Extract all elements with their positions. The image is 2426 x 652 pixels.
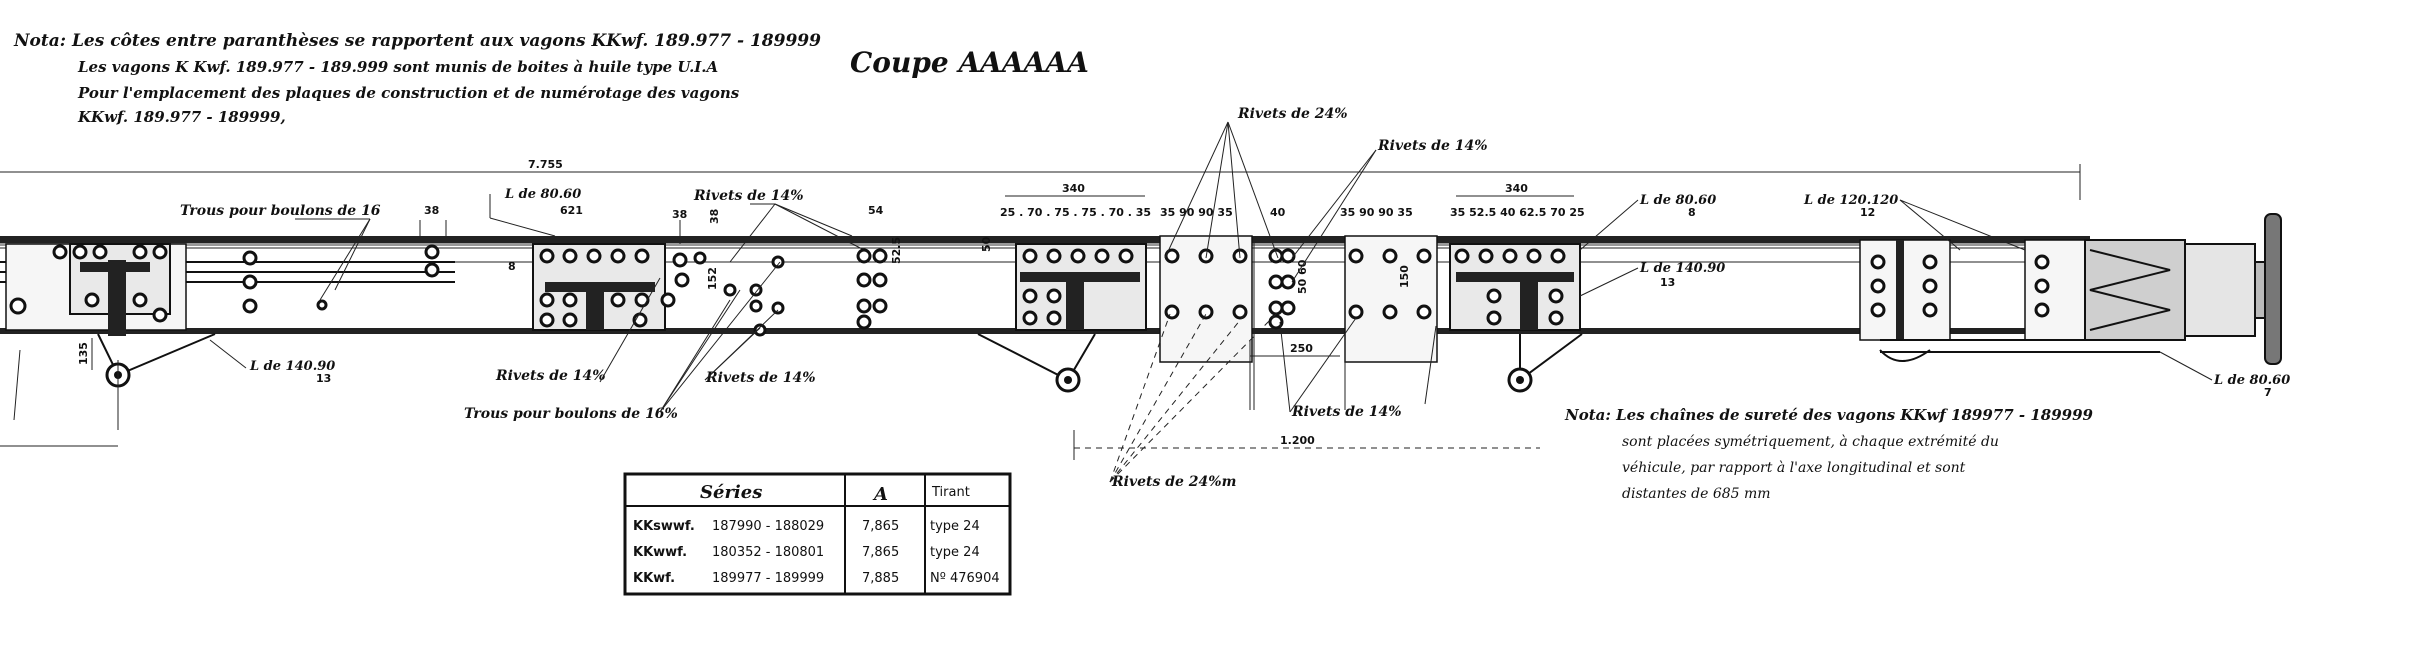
cross-member-4 <box>1449 243 1583 393</box>
angle-5-label: L de 120.120 <box>1803 193 1898 208</box>
dim-row-c: 35 90 90 35 <box>1340 206 1413 219</box>
table-cell-serie: KKwwf. <box>633 545 687 560</box>
left-end-section: 135 <box>0 243 440 447</box>
angle-callout-1: L de 80.60 621 <box>489 187 583 237</box>
table-header-a: A <box>872 484 888 505</box>
gusset-plates-center: 50 60 150 250 <box>1159 235 1438 410</box>
bottom-right-note: Nota: Les chaînes de sureté des vagons K… <box>1564 406 2094 502</box>
dim-row-b: 35 90 90 35 <box>1160 206 1233 219</box>
center-dimensions: 340 25 . 70 . 75 . 75 . 70 . 35 35 90 90… <box>980 182 1585 252</box>
note-line-2: Les vagons K Kwf. 189.977 - 189.999 sont… <box>77 58 718 76</box>
dim-50: 50 <box>980 236 993 252</box>
note-br-line-1: Nota: Les chaînes de sureté des vagons K… <box>1564 406 2094 424</box>
table-cell-serie: KKwf. <box>633 571 675 586</box>
table-header-series: Séries <box>700 482 762 503</box>
note-line-3: Pour l'emplacement des plaques de constr… <box>77 84 740 102</box>
angle-6-label: L de 80.60 <box>2213 373 2290 388</box>
svg-text:38: 38 <box>672 208 687 221</box>
svg-text:150: 150 <box>1398 265 1411 288</box>
table-row: KKswwf. 187990 - 188029 7,865 type 24 <box>633 519 980 534</box>
drawing-title: Coupe AAAAAA <box>850 46 1089 79</box>
rivets-24-callout-bottom: 1.200 Rivets de 24%m Rivets de 14% <box>1073 309 1540 490</box>
detail-holes-1: 38 152 38 <box>660 208 785 337</box>
table-cell-a: 7,885 <box>862 571 899 586</box>
rivets-24-label-bottom: Rivets de 24%m <box>1111 474 1236 490</box>
svg-text:38: 38 <box>708 209 721 224</box>
label-trous-boulons-16: Trous pour boulons de 16 <box>180 203 381 219</box>
angle-callout-3: L de 80.60 8 L de 140.90 13 <box>1579 193 1725 297</box>
rivets-14-label-b: Rivets de 14% <box>495 368 606 384</box>
angle-callout-2: L de 140.90 13 <box>209 339 335 385</box>
angle-6-sub: 7 <box>2264 386 2272 399</box>
angle-3-label: L de 80.60 <box>1639 193 1716 208</box>
rivets-14-label-top: Rivets de 14% <box>693 188 804 204</box>
table-cell-tirant: type 24 <box>930 519 980 534</box>
bottom-left-callouts: Rivets de 14% Rivets de 14% Trous pour b… <box>464 261 816 422</box>
cross-member-3 <box>977 243 1147 393</box>
angle-2-sub: 13 <box>316 372 331 385</box>
table-cell-tirant: type 24 <box>930 545 980 560</box>
dim-7755: 7.755 <box>528 158 563 171</box>
angle-4-label: L de 140.90 <box>1639 261 1725 276</box>
series-table: Séries A Tirant KKswwf. 187990 - 188029 … <box>623 472 1012 596</box>
svg-text:50 60: 50 60 <box>1296 259 1309 294</box>
cross-member-2: 54 52.5 <box>856 204 903 330</box>
note-br-line-4: distantes de 685 mm <box>1622 486 1771 502</box>
dim-135: 135 <box>77 342 90 365</box>
dim-340-b: 340 <box>1505 182 1528 195</box>
dim-40: 40 <box>1270 206 1286 219</box>
label-trous-boulons: Trous pour boulons de 16 <box>180 203 381 311</box>
top-dimension-line: 7.755 <box>0 158 2081 200</box>
dim-1200: 1.200 <box>1280 434 1315 447</box>
dim-152: 152 <box>706 267 719 290</box>
note-br-line-3: véhicule, par rapport à l'axe longitudin… <box>1622 460 1966 476</box>
table-row: KKwf. 189977 - 189999 7,885 Nº 476904 <box>633 571 1000 586</box>
dim-row-a: 25 . 70 . 75 . 75 . 70 . 35 <box>1000 206 1151 219</box>
dim-54: 54 <box>868 204 884 217</box>
table-cell-tirant: Nº 476904 <box>930 571 1000 586</box>
note-line-1: Nota: Les côtes entre paranthèses se rap… <box>13 31 821 51</box>
table-row: KKwwf. 180352 - 180801 7,865 type 24 <box>633 545 980 560</box>
angle-2-label: L de 140.90 <box>249 359 335 374</box>
dim-row-d: 35 52.5 40 62.5 70 25 <box>1450 206 1585 219</box>
angle-4-sub: 13 <box>1660 276 1675 289</box>
table-cell-serie: KKswwf. <box>633 519 695 534</box>
dim-38: 38 <box>424 204 439 217</box>
note-line-4: KKwf. 189.977 - 189999, <box>77 108 286 126</box>
svg-text:8: 8 <box>508 260 516 273</box>
rivets-14-label-d: Rivets de 14% <box>1377 138 1488 154</box>
top-left-note: Nota: Les côtes entre paranthèses se rap… <box>13 31 821 126</box>
cross-member-1: 8 <box>508 243 666 331</box>
table-cell-a: 7,865 <box>862 545 899 560</box>
table-cell-range: 189977 - 189999 <box>712 571 824 586</box>
dim-340-a: 340 <box>1062 182 1085 195</box>
right-end-section: L de 120.120 12 L de 80.60 7 <box>1803 193 2290 399</box>
svg-text:52.5: 52.5 <box>890 237 903 264</box>
angle-1-label: L de 80.60 <box>504 187 581 202</box>
label-trous-boulons-16pct: Trous pour boulons de 16% <box>464 406 678 422</box>
table-cell-range: 180352 - 180801 <box>712 545 824 560</box>
rivets-14-label-c: Rivets de 14% <box>705 370 816 386</box>
table-cell-a: 7,865 <box>862 519 899 534</box>
table-cell-range: 187990 - 188029 <box>712 519 824 534</box>
rivets-24-label-top: Rivets de 24% <box>1237 106 1348 122</box>
angle-1-sub: 621 <box>560 204 583 217</box>
note-br-line-2: sont placées symétriquement, à chaque ex… <box>1622 434 1999 450</box>
rivets-14-label-e: Rivets de 14% <box>1291 404 1402 420</box>
dim-250: 250 <box>1290 342 1313 355</box>
angle-3-sub: 8 <box>1688 206 1696 219</box>
rivets-24-callout-top: Rivets de 24% Rivets de 14% <box>1164 106 1488 283</box>
angle-5-sub: 12 <box>1860 206 1875 219</box>
rivets-14-callout-top: Rivets de 14% <box>693 188 869 263</box>
table-header-tirant: Tirant <box>931 485 970 500</box>
